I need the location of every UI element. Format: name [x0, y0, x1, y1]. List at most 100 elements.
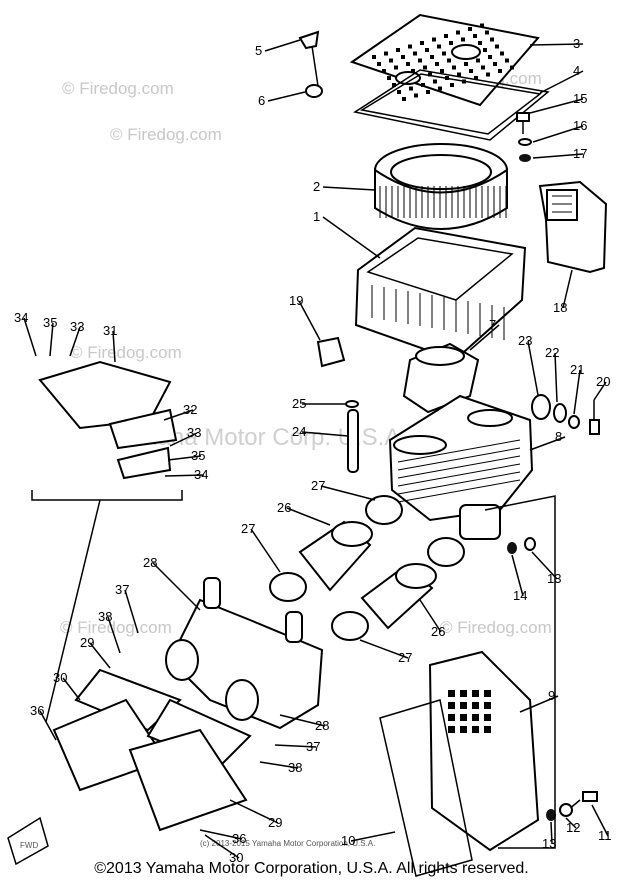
perforation — [435, 62, 439, 66]
callout-number: 29 — [80, 635, 94, 650]
leader-line — [279, 714, 326, 727]
grid-hole — [472, 690, 479, 697]
grommet-parts — [531, 394, 600, 435]
callout-number: 16 — [573, 118, 587, 133]
perforation — [438, 86, 442, 91]
callout-number: 25 — [292, 396, 306, 411]
nut-washer-parts — [507, 537, 536, 554]
callout-number: 37 — [306, 739, 320, 754]
filter-cover-part — [349, 13, 540, 107]
perforation — [421, 83, 425, 87]
perforation — [384, 51, 388, 56]
nut-part — [305, 84, 323, 98]
fin — [397, 439, 521, 463]
leader-line — [322, 186, 376, 191]
perforation — [397, 90, 401, 94]
leader-line — [124, 589, 139, 634]
leader-line — [539, 70, 584, 94]
perforation — [500, 51, 504, 56]
leader-line — [23, 317, 37, 357]
callout-number: 17 — [573, 146, 587, 161]
fwd-label: FWD — [20, 841, 38, 850]
leader-line — [532, 153, 584, 159]
fin — [397, 463, 521, 487]
callout-number: 8 — [555, 429, 562, 444]
grid-hole — [484, 714, 491, 721]
callout-number: 36 — [30, 703, 44, 718]
wing-bolt-part — [298, 30, 320, 87]
intake-duct-part — [538, 180, 608, 274]
leader-line — [591, 804, 609, 837]
carburetor-part — [165, 577, 324, 730]
leader-line — [359, 639, 409, 659]
perforation — [452, 65, 456, 70]
leader-line — [531, 551, 558, 580]
hose-clamp-part — [269, 495, 465, 641]
callout-number: 7 — [489, 317, 496, 332]
perforation — [377, 62, 381, 66]
callout-number: 6 — [258, 93, 265, 108]
watermark: © Firedog.com — [62, 79, 174, 98]
leader-line — [229, 799, 279, 824]
perforation — [428, 72, 432, 77]
callout-number: 31 — [103, 323, 117, 338]
callout-number: 34 — [14, 310, 28, 325]
grid-hole — [448, 702, 455, 709]
fin — [397, 455, 521, 479]
leader-line — [39, 710, 57, 741]
callout-number: 5 — [255, 43, 262, 58]
perforation — [490, 37, 494, 42]
perforation — [442, 51, 446, 56]
leader-line — [107, 616, 121, 654]
callout-number: 38 — [288, 760, 302, 775]
leader-line — [199, 829, 243, 840]
callout-number: 30 — [229, 850, 243, 865]
perforation — [493, 62, 497, 66]
copyright-footer: ©2013 Yamaha Motor Corporation, U.S.A. A… — [94, 860, 529, 877]
perforation — [483, 48, 487, 52]
grid-hole — [484, 726, 491, 733]
perforation — [408, 44, 412, 49]
perforation — [425, 48, 429, 52]
perforation — [372, 55, 376, 59]
grid-hole — [460, 714, 467, 721]
leader-line — [49, 322, 54, 357]
leader-line — [167, 455, 202, 461]
perforation — [473, 34, 477, 38]
perforation — [437, 44, 441, 49]
group-bracket-right — [484, 495, 556, 849]
perforation — [474, 76, 478, 80]
grid-hole — [460, 702, 467, 709]
perforation — [396, 48, 400, 52]
callout-number: 4 — [573, 63, 580, 78]
perforation — [464, 62, 468, 66]
callout-number: 24 — [292, 424, 306, 439]
perforation — [409, 86, 413, 91]
perforation — [433, 79, 437, 84]
leader-line — [320, 485, 376, 501]
perforation — [423, 65, 427, 70]
callout-number: 35 — [43, 315, 57, 330]
leader-line — [69, 326, 81, 357]
gasket-part-10 — [379, 699, 473, 877]
leader-line — [565, 817, 577, 829]
leader-line — [163, 409, 194, 421]
callout-number: 11 — [598, 828, 612, 843]
perforation — [411, 69, 415, 73]
leader-line — [529, 436, 566, 451]
grid-hole — [460, 690, 467, 697]
perforation — [476, 58, 480, 63]
leader-line — [204, 834, 240, 859]
callout-number: 35 — [191, 448, 205, 463]
grid-hole — [484, 702, 491, 709]
callout-number: 29 — [268, 815, 282, 830]
grid-hole — [472, 714, 479, 721]
leader-line — [164, 474, 205, 477]
perforation — [498, 69, 502, 73]
grid-hole — [448, 690, 455, 697]
callout-number: 28 — [315, 718, 329, 733]
fin — [397, 479, 521, 503]
leader-line — [45, 499, 101, 723]
perforation — [495, 44, 499, 49]
leader-line — [250, 528, 281, 573]
